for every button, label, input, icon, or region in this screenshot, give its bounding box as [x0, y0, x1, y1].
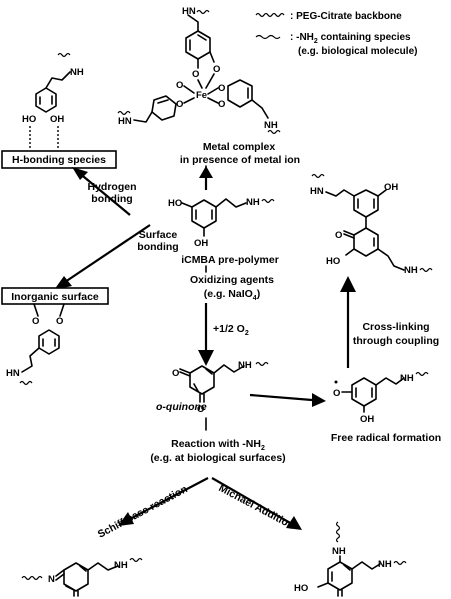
svg-text:HN: HN	[182, 6, 196, 17]
surface-bonding-label-1: Surface	[139, 229, 178, 241]
svg-text:NH: NH	[238, 360, 252, 371]
svg-text:NH: NH	[246, 197, 260, 208]
svg-text:NH: NH	[404, 265, 418, 276]
michael-addition-arrow	[211, 477, 293, 525]
prepolymer-label: iCMBA pre-polymer	[181, 254, 279, 266]
svg-text:NH: NH	[264, 120, 278, 131]
svg-text:O: O	[197, 404, 204, 415]
schiff-base-label: Schiff base reaction	[96, 483, 190, 540]
svg-text:NH: NH	[400, 373, 414, 384]
svg-text:HO: HO	[326, 256, 340, 267]
inorganic-surface-box	[1, 287, 109, 305]
hydrogen-bonding-label-1: Hydrogen	[87, 181, 136, 193]
inorganic-surface-label: Inorganic surface	[11, 291, 99, 303]
svg-text:O: O	[192, 69, 199, 80]
reaction-nh2-label: Reaction with -NH2	[171, 438, 265, 452]
svg-text:HN: HN	[118, 116, 132, 127]
svg-text:O: O	[176, 80, 183, 91]
svg-text:O: O	[333, 388, 340, 399]
hydrogen-bonding-label-2: bonding	[91, 193, 132, 205]
svg-text:HN: HN	[310, 186, 324, 197]
radical-formation-arrow	[249, 393, 313, 402]
schiff-base-arrow	[127, 477, 209, 521]
michael-addition-product-structure: NH NH HO	[294, 521, 407, 597]
legend: : PEG-Citrate backbone : -NH2 containing…	[255, 11, 417, 57]
cross-linked-dimer-structure: HN OH O HO NH	[310, 173, 433, 276]
h-bonding-species-box	[1, 150, 117, 169]
metal-complex-structure: HN O O Fe O O HN O O NH	[117, 6, 281, 135]
michael-addition-label: Michael Addition	[217, 482, 296, 532]
legend-nh2-label: : -NH2 containing species	[290, 32, 411, 45]
free-radical-label: Free radical formation	[331, 432, 441, 444]
reaction-nh2-example: (e.g. at biological surfaces)	[150, 452, 285, 464]
icmba-prepolymer-structure: NH HO OH	[168, 197, 275, 249]
svg-text:NH: NH	[70, 67, 84, 78]
metal-complex-label: Metal complex	[203, 141, 276, 153]
oxidizing-agents-example: (e.g. NaIO4)	[204, 288, 260, 302]
svg-text:O: O	[176, 99, 183, 110]
backbone-wavy-symbol	[255, 12, 285, 18]
svg-text:NH: NH	[114, 560, 128, 571]
svg-text:HO: HO	[294, 583, 308, 594]
fe-ion-label: Fe	[196, 90, 207, 101]
metal-complex-condition: in presence of metal ion	[180, 154, 300, 166]
surface-bonding-label-2: bonding	[137, 241, 178, 253]
inorganic-surface-structure: O O HN	[6, 303, 65, 386]
svg-text:O: O	[218, 83, 225, 94]
svg-text:HO: HO	[22, 114, 36, 125]
svg-text:OH: OH	[360, 414, 374, 425]
o-quinone-structure: NH O O	[172, 360, 269, 415]
svg-text:O: O	[172, 368, 179, 379]
svg-text:O: O	[213, 64, 220, 75]
svg-text:N: N	[48, 574, 55, 585]
cross-linking-label-2: through coupling	[353, 335, 439, 347]
nh2-wavy-symbol	[255, 34, 281, 40]
oxidizing-agents-label: Oxidizing agents	[190, 274, 274, 286]
svg-text:O: O	[32, 316, 39, 327]
svg-text:HN: HN	[6, 368, 20, 379]
svg-text:O: O	[335, 230, 342, 241]
svg-text:O: O	[56, 316, 63, 327]
oxygen-label: +1/2 O2	[213, 323, 249, 337]
h-bonding-structure: NH HO OH	[22, 52, 84, 150]
svg-text:HO: HO	[168, 198, 182, 209]
svg-text:NH: NH	[378, 559, 392, 570]
svg-text:O: O	[218, 99, 225, 110]
hydrogen-bonding-arrow	[77, 171, 131, 216]
cross-linking-label-1: Cross-linking	[362, 321, 429, 333]
svg-text:OH: OH	[50, 114, 64, 125]
svg-text:NH: NH	[332, 546, 346, 557]
free-radical-structure: NH O OH	[333, 371, 429, 425]
svg-text:OH: OH	[384, 182, 398, 193]
legend-nh2-example: (e.g. biological molecule)	[298, 46, 417, 57]
surface-bonding-arrow	[61, 224, 151, 285]
legend-backbone-label: : PEG-Citrate backbone	[290, 11, 402, 22]
h-bonding-species-label: H-bonding species	[12, 154, 106, 166]
svg-text:OH: OH	[194, 238, 208, 249]
o-quinone-label: o-quinone	[156, 401, 207, 413]
schiff-base-product-structure: N NH	[21, 557, 143, 597]
